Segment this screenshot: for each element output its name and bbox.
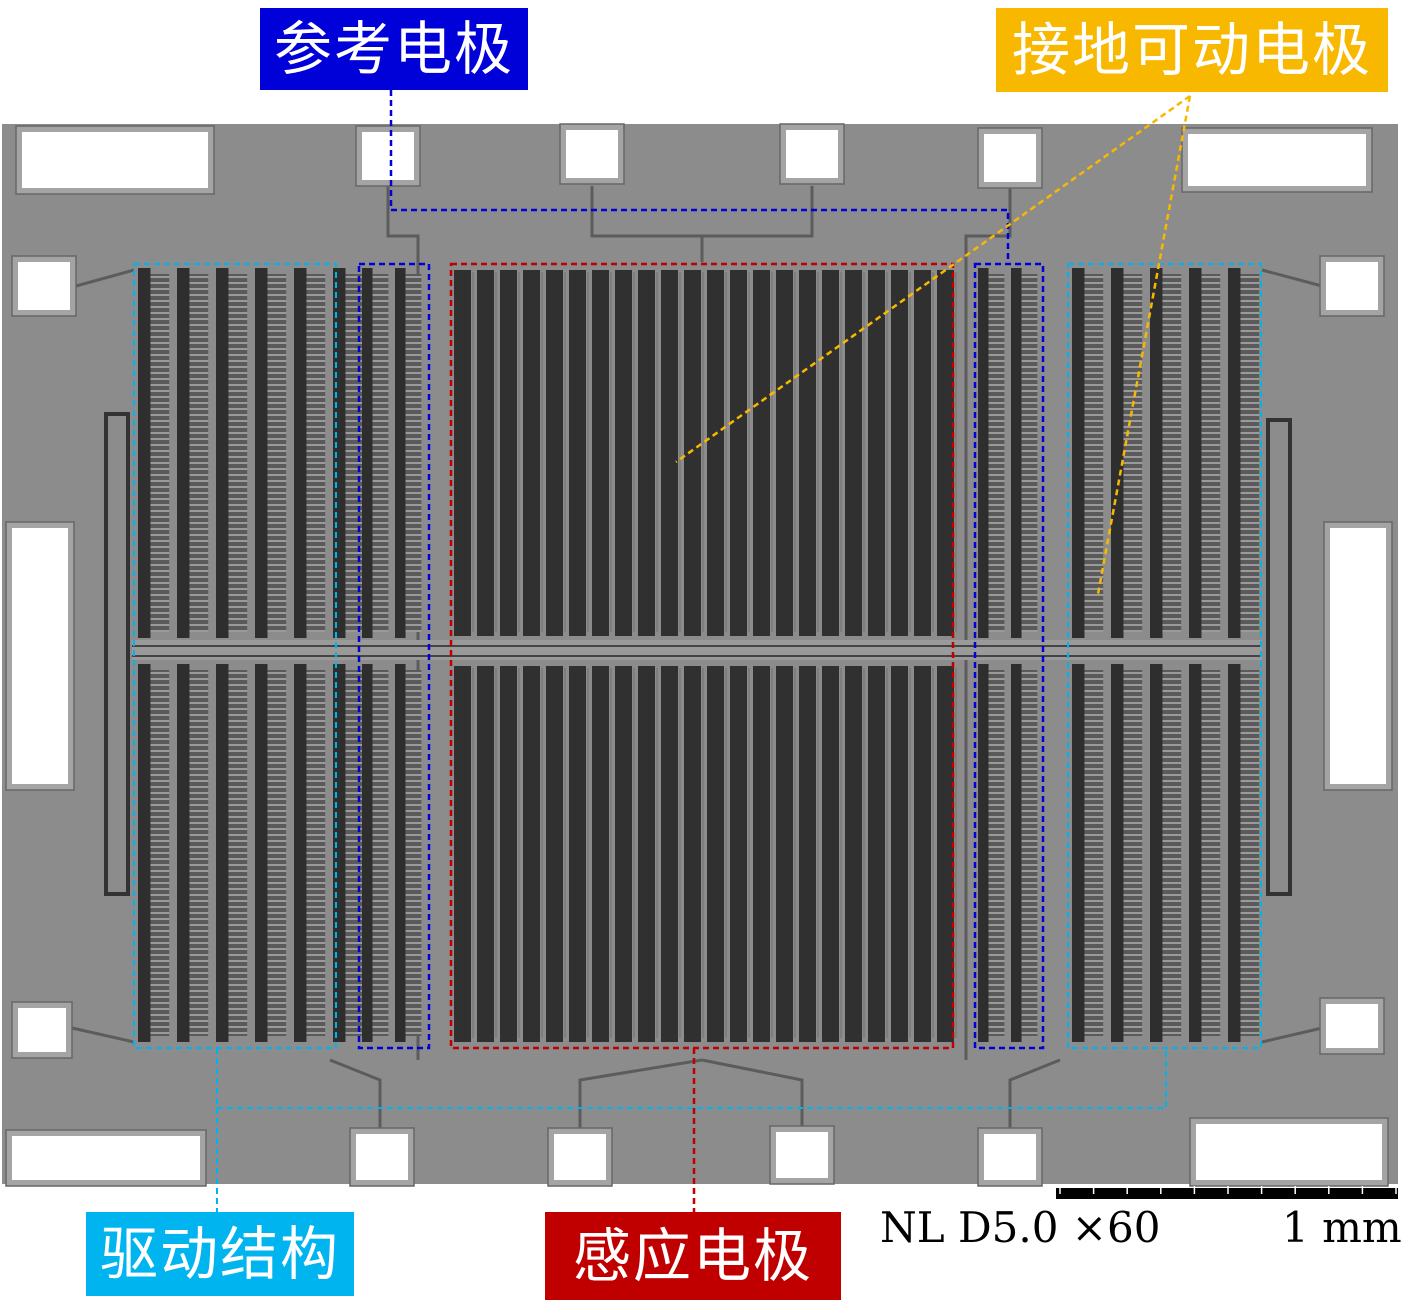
bond-pad — [1326, 262, 1378, 310]
bond-pad — [984, 134, 1036, 182]
microscope-info: NL D5.0 ×60 — [880, 1203, 1161, 1252]
bond-pad — [554, 1134, 606, 1180]
bond-pad — [12, 1136, 200, 1180]
bond-pad — [1330, 528, 1386, 784]
bond-pad — [786, 130, 838, 178]
grounded-leader-line-center — [675, 94, 1191, 464]
bond-pad — [22, 132, 208, 188]
bond-pad — [1188, 134, 1366, 186]
bond-pad — [1196, 1124, 1382, 1180]
reference-electrode-label: 参考电极 — [260, 8, 528, 90]
drive-structure-label: 驱动结构 — [86, 1212, 354, 1296]
sense-electrode-outline — [449, 262, 955, 1050]
bond-pads — [5, 123, 1393, 1187]
drive-leader-bracket — [216, 1048, 1167, 1109]
sense-electrode-label: 感应电极 — [545, 1212, 841, 1300]
scale-bar-length-label: 1 mm — [1282, 1203, 1402, 1252]
drive-structure-right-outline — [1067, 263, 1262, 1049]
bond-pad — [18, 262, 70, 310]
reference-leader-line — [389, 90, 1010, 264]
bond-pad — [356, 1134, 408, 1180]
reference-electrode-left-outline — [357, 262, 431, 1050]
bond-pad — [1326, 1004, 1378, 1048]
drive-structure-left-outline — [133, 263, 337, 1049]
mems-device — [104, 268, 1292, 1042]
grounded-leader-line-right — [1096, 95, 1192, 595]
grounded-movable-electrode-label: 接地可动电极 — [996, 8, 1388, 92]
bond-pad — [776, 1132, 828, 1178]
bond-pad — [566, 130, 618, 178]
bond-pad — [18, 1008, 66, 1052]
bond-pad — [362, 132, 414, 180]
scale-bar — [1056, 1186, 1398, 1199]
bond-pad — [12, 528, 68, 784]
bond-pad — [984, 1134, 1036, 1180]
